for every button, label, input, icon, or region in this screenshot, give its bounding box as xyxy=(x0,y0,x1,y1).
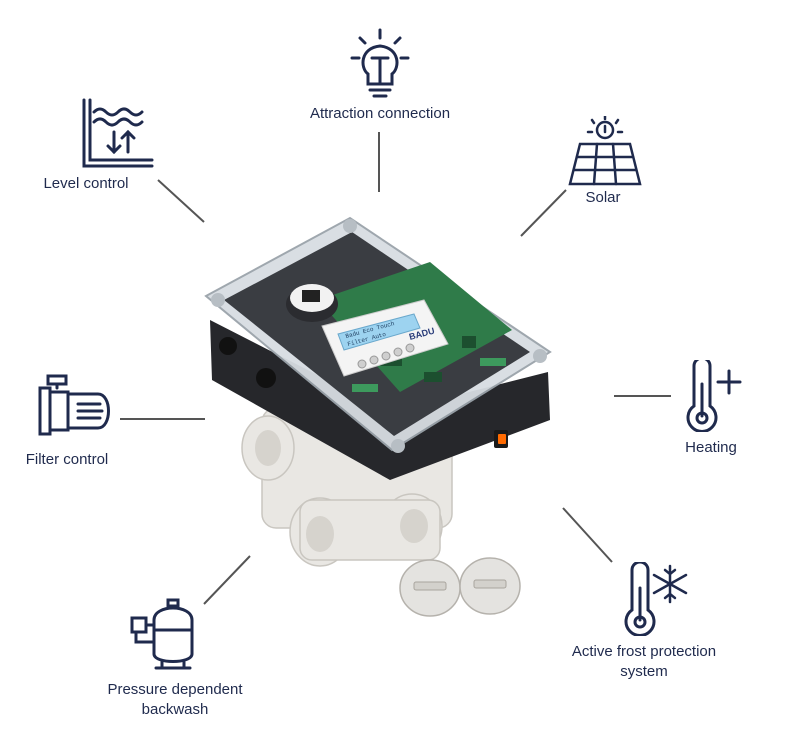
thermometer-plus-icon xyxy=(682,360,744,432)
connector-level xyxy=(157,179,205,223)
backwash-label-line-2: backwash xyxy=(141,701,209,718)
backwash-label-line-1: Pressure dependent xyxy=(107,681,243,698)
frost-label: Active frost protection system xyxy=(556,642,732,682)
attraction-label: Attraction connection xyxy=(309,105,451,122)
solar-panel-icon xyxy=(568,116,642,186)
backwash-label: Pressure dependent backwash xyxy=(90,680,260,720)
bulb-icon xyxy=(348,28,412,100)
frost-label-line-1: Active frost protection xyxy=(571,643,717,660)
connector-frost xyxy=(562,507,613,563)
lcd-display xyxy=(337,313,421,351)
frost-label-line-2: system xyxy=(620,663,668,680)
water-level-icon xyxy=(80,98,154,170)
level-label: Level control xyxy=(43,175,129,192)
solar-label: Solar xyxy=(585,189,621,206)
connector-solar xyxy=(520,189,567,237)
heating-label: Heating xyxy=(685,439,737,456)
thermometer-snowflake-icon xyxy=(624,562,688,636)
filter-label: Filter control xyxy=(25,451,109,468)
enclosure-base xyxy=(210,320,550,480)
sand-filter-icon xyxy=(128,598,208,670)
connector-backwash xyxy=(203,555,251,605)
pump-icon xyxy=(36,374,118,438)
